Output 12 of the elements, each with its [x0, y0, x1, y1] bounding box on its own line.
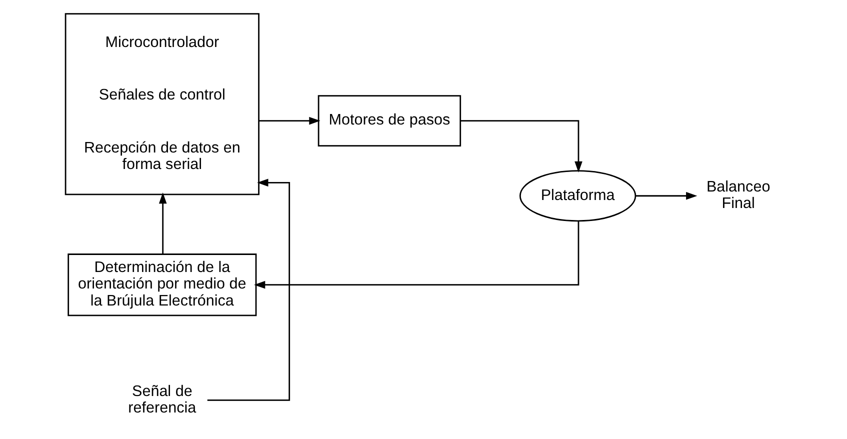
arrow: [259, 116, 320, 125]
arrow: [254, 221, 580, 289]
arrow: [460, 120, 582, 173]
node-box: Determinación de la orientación por medio de la Brújula Electrónica: [68, 254, 257, 316]
node-text: Balanceo Final: [706, 178, 770, 212]
arrow: [636, 192, 698, 200]
node-box: Microcontrolador Señales de control Recepción de datos en forma serial: [64, 13, 260, 196]
arrow: [207, 178, 290, 401]
node-box: Motores de pasos: [318, 95, 462, 147]
arrow: [158, 192, 167, 254]
node-ellipse: Plataforma: [519, 170, 636, 222]
node-text: Señal de referencia: [128, 382, 196, 416]
